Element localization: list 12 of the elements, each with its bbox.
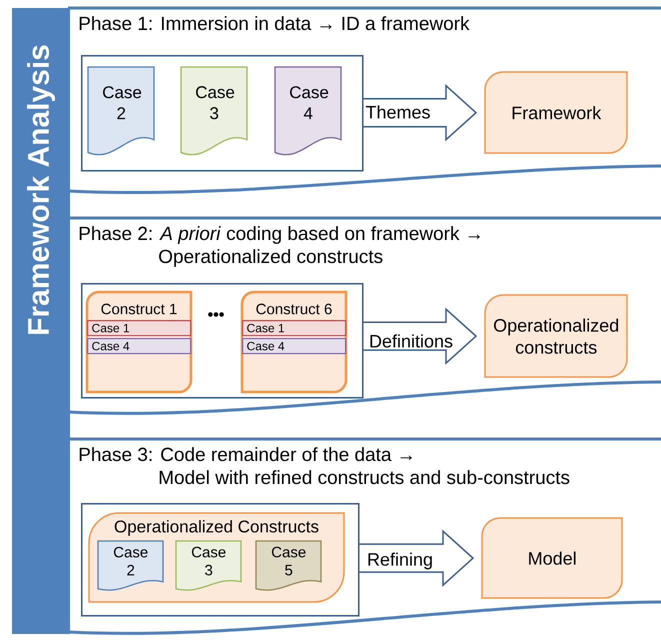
edge-label: Definitions [368, 333, 454, 349]
edge-label: Themes [364, 104, 432, 120]
sidebar-band: Framework Analysis [12, 8, 70, 634]
case-strip: Case 1 [242, 320, 346, 336]
case-strip: Case 1 [87, 320, 192, 336]
case-strip: Case 4 [87, 338, 192, 354]
group-frame [81, 502, 360, 616]
group-frame [81, 282, 364, 398]
case-strip: Case 4 [242, 338, 346, 354]
ellipsis: ••• [208, 312, 224, 317]
group-frame [81, 55, 364, 172]
edge-label: Refining [366, 552, 434, 570]
